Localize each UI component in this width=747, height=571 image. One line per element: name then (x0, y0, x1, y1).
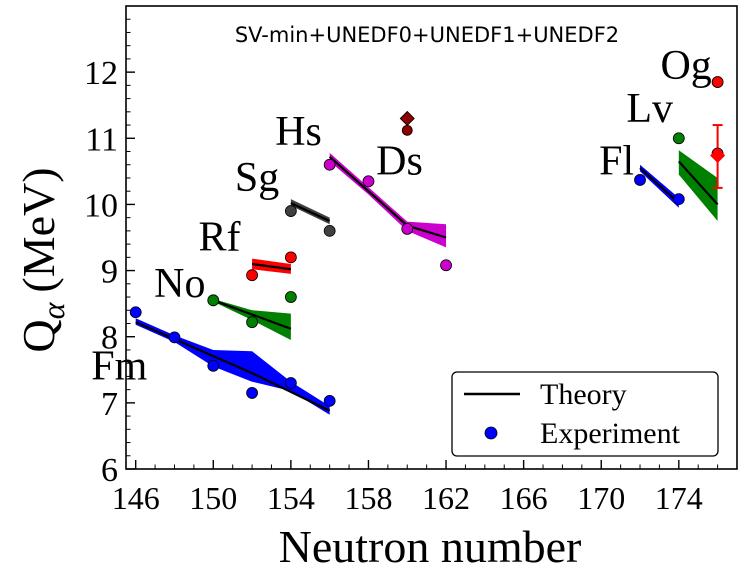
plot-frame (125, 5, 738, 470)
x-tick-label: 166 (500, 480, 548, 516)
legend-experiment-label: Experiment (540, 417, 681, 450)
ds-label: Ds (376, 139, 423, 185)
y-axis-label-unit: (MeV) (13, 167, 64, 292)
fm-experiment-point (207, 359, 220, 372)
x-tick-label: 162 (422, 480, 470, 516)
y-axis-label-sub: α (35, 301, 71, 319)
sg-experiment-point (323, 224, 336, 237)
y-tick-label: 10 (84, 187, 118, 224)
lv-experiment-point (672, 132, 685, 145)
y-tick-label: 9 (101, 254, 118, 291)
hs-experiment-point (362, 175, 375, 188)
ds-experiment-point (401, 124, 413, 136)
lv-theory-line (677, 160, 719, 206)
chart-title: SV-min+UNEDF0+UNEDF1+UNEDF2 (235, 23, 619, 47)
fm-label: Fm (91, 344, 147, 390)
fm-experiment-point (284, 377, 297, 389)
y-axis-label: Qα (MeV) (13, 167, 71, 352)
fm-experiment-point (246, 387, 258, 399)
rf-label: Rf (198, 215, 240, 261)
legend-experiment-marker (484, 426, 498, 440)
hs-theory-line (328, 155, 447, 239)
no-label: No (154, 261, 205, 307)
experiment-points (129, 76, 726, 407)
fl-experiment-point (672, 193, 685, 206)
hs-experiment-point (440, 259, 452, 272)
no-experiment-point (246, 316, 258, 329)
lv-label: Lv (626, 86, 673, 132)
x-tick-label: 154 (267, 480, 315, 516)
hs-theory-band (329, 152, 447, 248)
x-tick-label: 150 (189, 480, 237, 516)
no-theory-line (212, 299, 292, 330)
x-axis-label: Neutron number (279, 521, 582, 571)
x-tick-label: 158 (344, 480, 392, 516)
fm-experiment-point (168, 331, 181, 344)
lv-theory-band (678, 150, 718, 221)
og-label: Og (660, 43, 711, 89)
y-tick-label: 8 (101, 320, 118, 357)
sg-label: Sg (235, 155, 279, 201)
no-experiment-point (284, 291, 297, 303)
sg-theory-line (290, 202, 331, 222)
fm-experiment-point (129, 306, 142, 319)
fl-label: Fl (599, 139, 634, 185)
axis-ticks: 146 150 154 158 162 166 170 174 6 7 8 9 10 11 12 (84, 18, 738, 516)
x-tick-label: 170 (577, 480, 625, 516)
legend-theory-label: Theory (540, 378, 627, 411)
no-experiment-point (207, 294, 220, 307)
y-tick-label: 6 (101, 452, 118, 489)
rf-experiment-point (284, 251, 297, 264)
x-tick-label: 174 (655, 480, 703, 516)
fl-experiment-point (634, 174, 646, 186)
y-tick-label: 11 (85, 121, 118, 158)
rf-experiment-point (246, 269, 258, 282)
y-axis-label-main: Q (13, 319, 64, 352)
hs-label: Hs (275, 109, 322, 155)
y-tick-label: 7 (101, 386, 118, 423)
fm-experiment-point (323, 394, 336, 407)
fl-theory-line (639, 167, 680, 204)
y-tick-label: 12 (84, 55, 118, 92)
hs-experiment-point (401, 223, 414, 235)
og-diamond-point (710, 147, 726, 164)
sg-experiment-point (284, 205, 297, 217)
ds-diamond-point (399, 110, 415, 127)
x-tick-label: 146 (112, 480, 160, 516)
legend: Theory Experiment (451, 371, 719, 457)
rf-theory-line (251, 262, 292, 271)
og-experiment-point (711, 76, 724, 88)
hs-experiment-point (323, 158, 336, 171)
